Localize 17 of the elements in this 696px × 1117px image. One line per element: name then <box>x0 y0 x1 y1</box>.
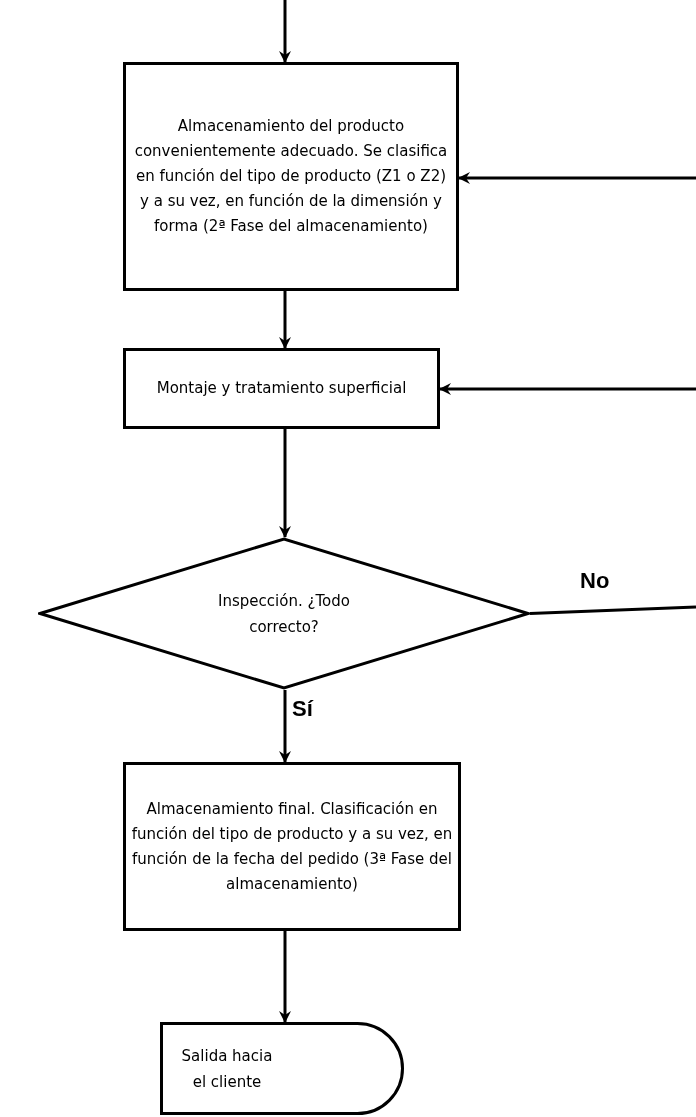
node-text: Almacenamiento del producto convenientemente adecuado. Se clasifica en función del tipo de producto (Z1 o Z2) y a su vez, en función de la dimensión y forma (2ª Fase del almacenamiento) <box>133 116 449 237</box>
arrow <box>439 383 696 395</box>
process-box <box>123 348 440 429</box>
arrow <box>279 429 291 538</box>
node-text: Almacenamiento final. Clasificación en función del tipo de producto y a su vez, en función de la fecha del pedido (3ª Fase del almacenamiento) <box>130 798 454 895</box>
process-box <box>123 62 459 291</box>
decision-diamond <box>38 537 530 690</box>
node-text: Salida hacia el cliente <box>180 1045 274 1093</box>
arrow <box>279 291 291 349</box>
arrow <box>279 931 291 1023</box>
terminal-shape <box>160 1022 404 1115</box>
node-text: Inspección. ¿Todo correcto? <box>217 590 351 638</box>
arrow <box>279 0 291 63</box>
process-box <box>123 762 461 931</box>
arrow <box>458 172 696 184</box>
arrow <box>279 690 291 763</box>
node-text: Montaje y tratamiento superficial <box>156 378 407 399</box>
